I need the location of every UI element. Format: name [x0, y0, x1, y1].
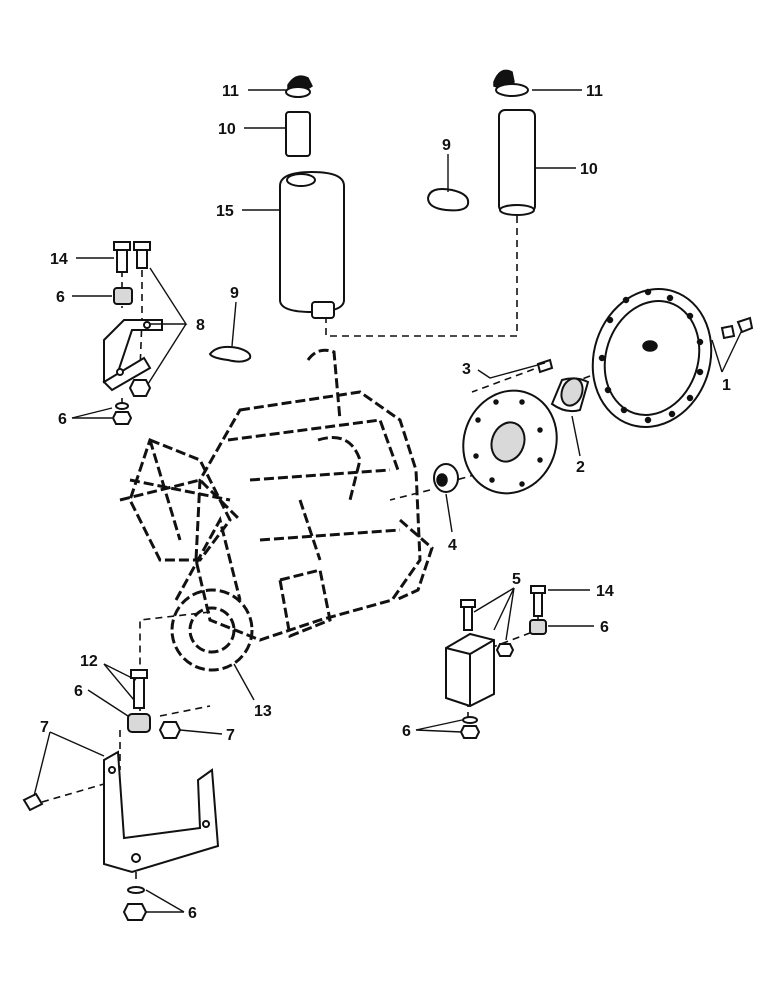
u-bracket [103, 750, 220, 874]
callout-6-front: 6 [74, 683, 83, 700]
callout-2: 2 [576, 459, 585, 476]
callout-6-left-upper: 6 [56, 289, 65, 306]
front-bracket [22, 669, 220, 921]
callout-3: 3 [462, 361, 471, 378]
hose-clamp-upper [426, 188, 470, 212]
bolt-8-left-head [133, 241, 151, 251]
callout-4: 4 [448, 537, 457, 554]
hose-clamp-lower [208, 345, 252, 363]
callout-10-right: 10 [580, 161, 598, 178]
filter-element-left [285, 111, 311, 157]
callout-1: 1 [722, 377, 731, 394]
bolt-7 [22, 792, 44, 812]
callout-14-right: 14 [596, 583, 614, 600]
callout-11-right: 11 [586, 83, 603, 100]
washer-6-bottom [127, 886, 145, 894]
filter-element-right [498, 109, 536, 213]
callout-6-bottom: 6 [188, 905, 197, 922]
leader-lines [33, 89, 743, 913]
nut-5 [495, 643, 515, 657]
callout-12: 12 [80, 653, 98, 670]
callout-11-left: 11 [222, 83, 239, 100]
washer-6-right [462, 716, 478, 724]
filter-canister [279, 170, 345, 314]
filter-cap-ring-left [285, 86, 311, 98]
rubber-mount-left [113, 287, 133, 305]
filter-cap-ring-right [495, 83, 529, 97]
callout-14-left: 14 [50, 251, 68, 268]
callout-8: 8 [196, 317, 205, 334]
mount-block-right [445, 585, 547, 739]
callout-9-lower: 9 [230, 285, 239, 302]
callout-labels: 11 10 15 11 10 9 9 14 6 8 6 3 1 2 4 5 14… [40, 83, 731, 922]
filter-assembly-left [279, 75, 345, 319]
bolt-1 [720, 324, 736, 340]
nut-6-right [459, 725, 481, 739]
callout-5: 5 [512, 571, 521, 588]
nut-6-bottom [122, 903, 148, 921]
rubber-mount-front [127, 713, 151, 733]
nut-7 [158, 721, 182, 739]
callout-13: 13 [254, 703, 272, 720]
callout-6-right-lower: 6 [402, 723, 411, 740]
rubber-mount-right [529, 619, 547, 635]
bolt-1b [736, 316, 754, 334]
nut-8-left [128, 379, 152, 397]
callout-7-left: 7 [40, 719, 49, 736]
bolt-14-left-head [113, 241, 131, 251]
callout-7-right: 7 [226, 727, 235, 744]
engine-phantom [119, 348, 434, 672]
bolt-3 [536, 358, 554, 374]
callout-10-left: 10 [218, 121, 236, 138]
mount-bracket-left [102, 241, 163, 425]
nut-6-left [111, 411, 133, 425]
filter-element-right-bottom [499, 204, 535, 216]
filter-assembly-right [493, 69, 536, 216]
callout-6-left-lower: 6 [58, 411, 67, 428]
washer-6-left [115, 402, 129, 410]
callout-9-upper: 9 [442, 137, 451, 154]
callout-15: 15 [216, 203, 234, 220]
filter-canister-top [286, 173, 316, 187]
drive-components [433, 288, 754, 495]
filter-canister-outlet [311, 301, 335, 319]
callout-6-right-upper: 6 [600, 619, 609, 636]
